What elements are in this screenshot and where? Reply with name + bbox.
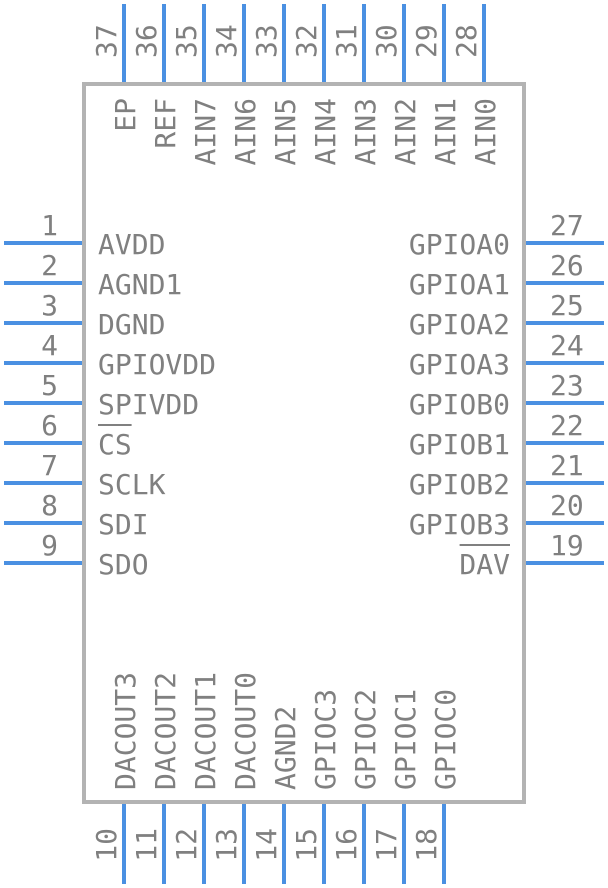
pin-number-15: 15 xyxy=(290,828,323,862)
pin-number-27: 27 xyxy=(550,209,584,242)
pin-label-dgnd: DGND xyxy=(98,308,165,341)
pin-number-3: 3 xyxy=(41,289,58,322)
pin-number-14: 14 xyxy=(250,828,283,862)
pins-layer xyxy=(4,4,604,884)
pin-number-25: 25 xyxy=(550,289,584,322)
pin-label-gpioc3: GPIOC3 xyxy=(309,689,342,790)
pin-label-sclk: SCLK xyxy=(98,468,166,501)
pin-number-11: 11 xyxy=(130,828,163,862)
pin-label-gpiob2: GPIOB2 xyxy=(409,468,510,501)
pin-label-ep: EP xyxy=(109,98,142,132)
pin-number-12: 12 xyxy=(170,828,203,862)
pin-label-agnd1: AGND1 xyxy=(98,268,182,301)
pin-number-16: 16 xyxy=(330,828,363,862)
pin-label-dacout0: DACOUT0 xyxy=(229,672,262,790)
pin-number-20: 20 xyxy=(550,489,584,522)
pin-number-28: 28 xyxy=(450,24,483,58)
pin-number-6: 6 xyxy=(41,409,58,442)
pin-number-2: 2 xyxy=(41,249,58,282)
pin-label-gpioc1: GPIOC1 xyxy=(389,689,422,790)
pin-number-24: 24 xyxy=(550,329,584,362)
pin-label-ain3: AIN3 xyxy=(349,98,382,165)
pin-label-ain2: AIN2 xyxy=(389,98,422,165)
pin-label-gpioa1: GPIOA1 xyxy=(409,268,510,301)
pin-number-21: 21 xyxy=(550,449,584,482)
pin-label-gpioa3: GPIOA3 xyxy=(409,348,510,381)
pin-number-19: 19 xyxy=(550,529,584,562)
pin-label-gpiob0: GPIOB0 xyxy=(409,388,510,421)
pin-label-gpioc2: GPIOC2 xyxy=(349,689,382,790)
pin-label-dacout1: DACOUT1 xyxy=(189,672,222,790)
pin-number-4: 4 xyxy=(41,329,58,362)
pin-number-23: 23 xyxy=(550,369,584,402)
pin-label-avdd: AVDD xyxy=(98,228,165,261)
pin-label-dacout3: DACOUT3 xyxy=(109,672,142,790)
pin-number-7: 7 xyxy=(41,449,58,482)
pin-number-36: 36 xyxy=(130,24,163,58)
pin-number-5: 5 xyxy=(41,369,58,402)
pin-label-spivdd: SPIVDD xyxy=(98,388,199,421)
pin-label-ain5: AIN5 xyxy=(269,98,302,165)
pin-number-31: 31 xyxy=(330,24,363,58)
pin-label-ain7: AIN7 xyxy=(189,98,222,165)
pin-number-1: 1 xyxy=(41,209,58,242)
pin-label-cs: CS xyxy=(98,428,132,461)
pin-label-gpiob1: GPIOB1 xyxy=(409,428,510,461)
pin-number-22: 22 xyxy=(550,409,584,442)
pin-label-ain1: AIN1 xyxy=(429,98,462,165)
pin-number-32: 32 xyxy=(290,24,323,58)
pin-label-sdo: SDO xyxy=(98,548,149,581)
pin-number-33: 33 xyxy=(250,24,283,58)
pin-label-gpioa0: GPIOA0 xyxy=(409,228,510,261)
pin-number-18: 18 xyxy=(410,828,443,862)
pin-label-dacout2: DACOUT2 xyxy=(149,672,182,790)
pin-label-gpioa2: GPIOA2 xyxy=(409,308,510,341)
pin-number-10: 10 xyxy=(90,828,123,862)
ic-body xyxy=(82,82,526,804)
pin-number-35: 35 xyxy=(170,24,203,58)
pin-number-29: 29 xyxy=(410,24,443,58)
pin-number-13: 13 xyxy=(210,828,243,862)
pin-label-dav: DAV xyxy=(459,548,510,581)
pin-number-8: 8 xyxy=(41,489,58,522)
pin-number-26: 26 xyxy=(550,249,584,282)
pin-number-37: 37 xyxy=(90,24,123,58)
pin-label-gpioc0: GPIOC0 xyxy=(429,689,462,790)
pin-label-sdi: SDI xyxy=(98,508,149,541)
pin-number-34: 34 xyxy=(210,24,243,58)
pin-number-30: 30 xyxy=(370,24,403,58)
pin-label-gpiob3: GPIOB3 xyxy=(409,508,510,541)
pin-label-ref: REF xyxy=(149,98,182,149)
pin-number-9: 9 xyxy=(41,529,58,562)
pin-label-ain0: AIN0 xyxy=(469,98,502,165)
pin-label-ain4: AIN4 xyxy=(309,98,342,165)
pin-label-agnd2: AGND2 xyxy=(269,706,302,790)
pin-number-17: 17 xyxy=(370,828,403,862)
pin-label-gpiovdd: GPIOVDD xyxy=(98,348,216,381)
pin-label-ain6: AIN6 xyxy=(229,98,262,165)
